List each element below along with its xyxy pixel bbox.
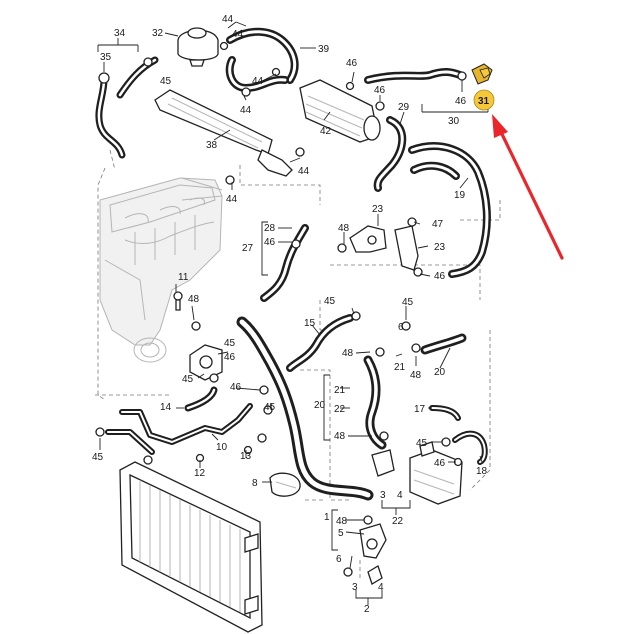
connector-23	[349, 225, 419, 271]
callout-46: 46	[434, 458, 446, 469]
connector-3	[359, 449, 395, 559]
callout-20: 20	[314, 400, 326, 411]
expansion-tank	[177, 27, 219, 67]
callout-48: 48	[336, 516, 348, 527]
callout-46: 46	[264, 237, 276, 248]
callout-48: 48	[338, 223, 350, 234]
callout-27: 27	[242, 243, 254, 254]
callout-46: 46	[346, 58, 358, 69]
callout-1: 1	[324, 512, 330, 523]
callout-31: 31	[478, 96, 490, 107]
callout-39: 39	[318, 44, 330, 55]
callout-38: 38	[206, 140, 218, 151]
fitting-31	[471, 63, 493, 85]
callout-46: 46	[455, 96, 467, 107]
radiator	[119, 461, 263, 633]
callout-48: 48	[342, 348, 354, 359]
highlight-31-badge	[473, 89, 495, 111]
callout-14: 14	[160, 402, 172, 413]
callout-46: 46	[434, 271, 446, 282]
callout-21: 21	[394, 362, 406, 373]
callout-48: 48	[188, 294, 200, 305]
flange-6	[189, 344, 223, 381]
callout-45: 45	[182, 374, 194, 385]
callout-4: 4	[397, 490, 403, 501]
callout-11: 11	[178, 272, 189, 283]
callout-35: 35	[100, 52, 112, 63]
callout-48: 48	[410, 370, 422, 381]
callout-30: 30	[448, 116, 460, 127]
callout-47: 47	[432, 219, 444, 230]
callout-2: 2	[364, 604, 370, 615]
callout-8: 8	[252, 478, 258, 489]
callout-44: 44	[240, 105, 252, 116]
callout-20: 20	[434, 367, 446, 378]
callout-46: 46	[374, 85, 386, 96]
callout-44: 44	[298, 166, 310, 177]
callout-23: 23	[434, 242, 446, 253]
callout-10: 10	[216, 442, 228, 453]
callout-15: 15	[304, 318, 316, 329]
callout-46: 46	[230, 382, 242, 393]
callout-28: 28	[264, 223, 276, 234]
callout-45: 45	[160, 76, 172, 87]
oil-cooler	[409, 441, 463, 505]
callout-45: 45	[92, 452, 104, 463]
callout-44: 44	[226, 194, 238, 205]
egr-cooler	[299, 79, 381, 143]
callout-5: 5	[338, 528, 344, 539]
callout-19: 19	[454, 190, 466, 201]
callout-labels: 34 35 32 44 44 45 39 44 44 38 46 46 46 4…	[92, 14, 490, 615]
callout-44: 44	[222, 14, 234, 25]
callout-45: 45	[416, 438, 428, 449]
sensor-11	[173, 291, 183, 311]
engine-block	[99, 177, 223, 363]
red-pointer-arrow	[492, 114, 564, 260]
callout-48: 48	[334, 431, 346, 442]
callout-4: 4	[378, 582, 384, 593]
callout-44: 44	[252, 76, 264, 87]
callout-44: 44	[232, 29, 244, 40]
callout-17: 17	[414, 404, 426, 415]
callout-6: 6	[398, 322, 404, 333]
callout-45: 45	[402, 297, 414, 308]
clamps	[95, 41, 467, 585]
callout-22: 22	[334, 404, 346, 415]
assembly-guides	[95, 149, 501, 580]
callout-23: 23	[372, 204, 384, 215]
callout-29: 29	[398, 102, 410, 113]
callout-45: 45	[224, 338, 236, 349]
flat-pipe-38	[154, 89, 293, 177]
callout-46: 46	[224, 352, 236, 363]
callout-12: 12	[194, 468, 206, 479]
callout-45: 45	[264, 402, 276, 413]
callout-22: 22	[392, 516, 404, 527]
callout-45: 45	[324, 296, 336, 307]
callout-3: 3	[380, 490, 386, 501]
callout-6: 6	[336, 554, 342, 565]
callout-18: 18	[476, 466, 488, 477]
callout-32: 32	[152, 28, 164, 39]
callout-21: 21	[334, 385, 346, 396]
leader-lines	[97, 21, 489, 605]
callout-13: 13	[240, 451, 252, 462]
callout-3: 3	[352, 582, 358, 593]
clamp-8	[269, 472, 301, 497]
callout-34: 34	[114, 28, 126, 39]
callout-42: 42	[320, 126, 332, 137]
